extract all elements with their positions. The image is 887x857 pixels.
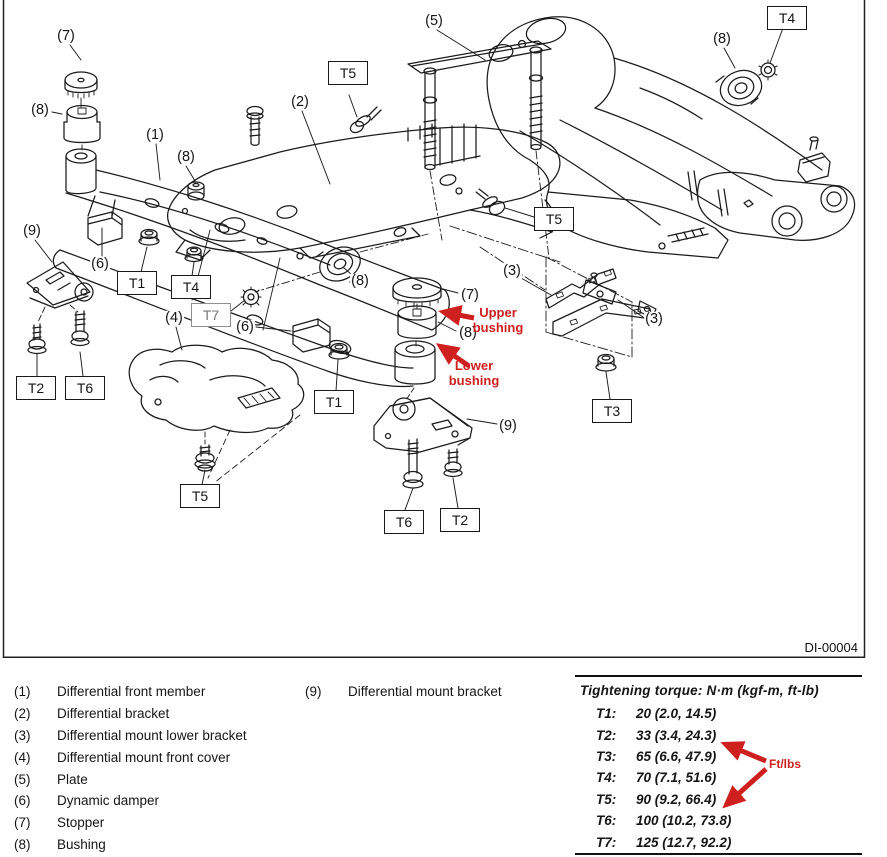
legend-item: (1) Differential front member <box>14 681 304 703</box>
torque-row-label: T5: <box>596 791 617 807</box>
torque-row: T4: 70 (7.1, 51.6) <box>575 767 862 788</box>
legend-item-number: (7) <box>14 815 31 831</box>
legend-item-text: Plate <box>57 771 88 787</box>
torque-row: T1: 20 (2.0, 14.5) <box>575 703 862 724</box>
torque-row-label: T4: <box>596 770 617 786</box>
legend-item-number: (2) <box>14 706 31 722</box>
legend-item-text: Dynamic damper <box>57 793 160 809</box>
torque-row-label: T7: <box>596 834 617 850</box>
legend-item-number: (1) <box>14 684 31 700</box>
parts-legend-left: (1) Differential front member (2) Differ… <box>14 681 304 855</box>
legend-item-text: Differential front member <box>57 684 206 700</box>
torque-row-label: T1: <box>596 706 617 722</box>
mid-stopper-bushing-art <box>392 277 442 401</box>
front-cover-art <box>128 344 305 484</box>
torque-row: T3: 65 (6.6, 47.9) <box>575 746 862 767</box>
diagram-line-art <box>2 0 866 658</box>
rear-crossmember-art <box>486 16 856 259</box>
parts-legend-right: (9) Differential mount bracket <box>305 681 575 703</box>
torque-row-value: 100 (10.2, 73.8) <box>636 813 732 829</box>
topright-bushing-art <box>715 59 778 107</box>
legend-item-number: (4) <box>14 749 31 765</box>
torque-row: T5: 90 (9.2, 66.4) <box>575 789 862 810</box>
torque-row-value: 70 (7.1, 51.6) <box>636 770 717 786</box>
legend-item: (4) Differential mount front cover <box>14 746 304 768</box>
legend-item: (2) Differential bracket <box>14 703 304 725</box>
torque-table: Tightening torque: N·m (kgf-m, ft-lb) T1… <box>575 675 862 855</box>
ftlbs-annotation: Ft/lbs <box>769 757 801 771</box>
legend-item-text: Differential bracket <box>57 706 170 722</box>
legend-item-text: Bushing <box>57 836 106 852</box>
torque-row-value: 125 (12.7, 92.2) <box>636 834 732 850</box>
torque-row: T7: 125 (12.7, 92.2) <box>575 831 862 852</box>
figure-code: DI-00004 <box>804 640 858 655</box>
mount-bracket-right-art <box>373 397 473 489</box>
legend-item: (6) Dynamic damper <box>14 790 304 812</box>
torque-row-label: T2: <box>596 727 617 743</box>
legend-item-number: (9) <box>305 684 322 700</box>
left-stopper-bushing-art <box>63 71 101 154</box>
front-member-art <box>52 105 450 388</box>
leader-lines <box>34 27 784 511</box>
torque-table-rows: T1: 20 (2.0, 14.5) T2: 33 (3.4, 24.3) T3… <box>575 703 862 853</box>
torque-row-value: 33 (3.4, 24.3) <box>636 727 717 743</box>
legend-item: (8) Bushing <box>14 834 304 856</box>
torque-row-label: T3: <box>596 748 617 764</box>
t5-side-bolt-art <box>475 188 506 216</box>
mount-lower-brackets-art <box>449 225 657 372</box>
legend-item-text: Stopper <box>57 815 105 831</box>
torque-table-title: Tightening torque: N·m (kgf-m, ft-lb) <box>580 682 819 698</box>
legend-item-text: Differential mount front cover <box>57 749 231 765</box>
diagram-frame <box>2 0 866 658</box>
legend-item-text: Differential mount bracket <box>348 684 502 700</box>
legend-item-number: (3) <box>14 727 31 743</box>
legend-item-number: (8) <box>14 836 31 852</box>
legend-item: (3) Differential mount lower bracket <box>14 725 304 747</box>
legend-item: (5) Plate <box>14 768 304 790</box>
legend-item-text: Differential mount lower bracket <box>57 727 247 743</box>
legend-item: (9) Differential mount bracket <box>305 681 575 703</box>
torque-row-value: 65 (6.6, 47.9) <box>636 748 717 764</box>
differential-bracket-art <box>167 123 561 261</box>
legend-item-number: (6) <box>14 793 31 809</box>
torque-row: T2: 33 (3.4, 24.3) <box>575 724 862 745</box>
torque-row-value: 20 (2.0, 14.5) <box>636 706 717 722</box>
torque-row-label: T6: <box>596 813 617 829</box>
legend-item-number: (5) <box>14 771 31 787</box>
torque-row-value: 90 (9.2, 66.4) <box>636 791 717 807</box>
mount-bracket-left-art <box>26 261 94 355</box>
torque-row: T6: 100 (10.2, 73.8) <box>575 810 862 831</box>
legend-item: (7) Stopper <box>14 812 304 834</box>
